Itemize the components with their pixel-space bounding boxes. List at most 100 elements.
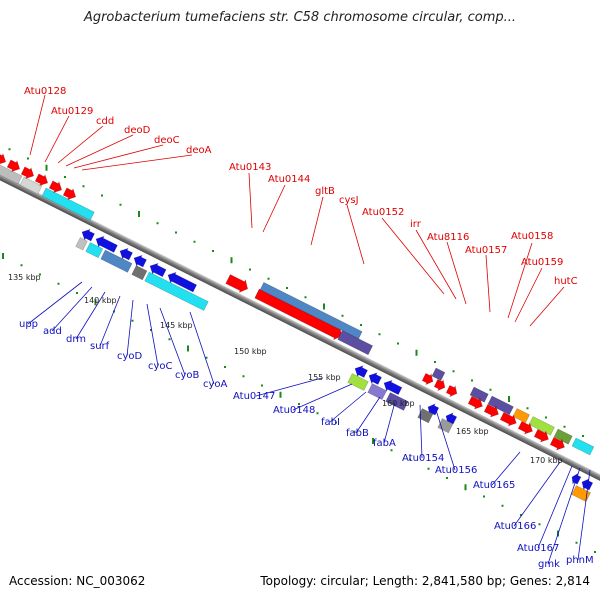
cds-cyan [144,271,209,311]
leader-line-forward [485,254,491,313]
forward-gene-arrow-shape [225,274,249,294]
gene-label-atu0156: Atu0156 [435,465,477,476]
reverse-gene-arrow-shape [383,379,403,396]
gene-label-hutc: hutC [554,276,578,287]
cds-cyan [571,437,595,456]
ruler-dot [483,495,485,498]
leader-line-forward [514,267,543,323]
ruler-dot [224,366,226,368]
ruler-dot [119,203,122,206]
forward-gene-arrow [483,404,499,418]
gene-label-atu0158: Atu0158 [511,231,553,242]
cds-purple [469,386,489,403]
gene-label-atu0147: Atu0147 [233,391,275,402]
cds-orange-shape [512,408,530,424]
ruler-dot [464,484,467,491]
forward-gene-arrow-shape [34,173,49,187]
gene-label-upp: upp [19,319,38,330]
leader-line-forward [73,144,164,169]
cds-blue [100,249,133,273]
ruler-dot [409,458,411,461]
ruler-dot [82,185,85,188]
ruler-dot [563,425,566,428]
gene-label-atu0148: Atu0148 [273,405,315,416]
ruler-dot [175,231,177,234]
cds-lime [528,416,555,436]
gene-label-deoc: deoC [154,135,180,146]
reverse-gene-arrow [167,271,198,293]
forward-gene-arrow-shape [549,437,565,451]
cds-lavender [367,383,387,401]
gene-label-add: add [43,326,62,337]
cds-gray [417,408,434,424]
cds-gray-shape [19,176,43,195]
gene-label-cdd: cdd [96,116,114,127]
forward-gene-arrow [533,429,549,443]
forward-gene-arrow [445,384,458,398]
cds-orange [512,408,530,424]
leader-line-reverse [435,409,456,471]
ruler-dot [582,435,584,437]
reverse-gene-labels: uppadddrmsurfcyoDcyoCcyoBcyoAAtu0147Atu0… [19,319,594,570]
leader-line-forward [29,94,46,156]
reverse-gene-arrow [149,262,167,278]
gene-label-cyoc: cyoC [148,361,173,372]
leader-line-reverse [513,461,561,527]
ruler-dot [446,477,448,479]
gene-label-atu0166: Atu0166 [494,521,536,532]
forward-gene-arrow-shape [483,404,499,418]
forward-gene-arrow-shape [499,412,517,427]
gene-label-atu0128: Atu0128 [24,86,66,97]
scale-label: 150 kbp [234,347,267,356]
leader-line-forward [262,184,286,233]
leader-line-reverse [75,291,106,340]
gene-label-atu0167: Atu0167 [517,543,559,554]
cds-purple [337,330,374,356]
cds-green [553,428,573,445]
gene-label-atu0143: Atu0143 [229,162,271,173]
forward-gene-arrow [0,152,7,166]
leader-line-reverse [547,467,581,565]
ruler-dot [101,194,103,197]
forward-gene-arrow-shape [0,152,7,166]
genome-summary-text: Topology: circular; Length: 2,841,580 bp… [260,574,590,588]
cds-gray [131,265,148,281]
cds-purple-shape [385,392,409,411]
gene-label-atu0154: Atu0154 [402,453,444,464]
ruler-dot [76,292,78,294]
reverse-gene-arrow [95,235,118,253]
leader-line-reverse [383,401,396,444]
leader-line-reverse [126,299,134,357]
chromosome-backbone [0,165,600,494]
ruler-dot [397,342,399,345]
forward-gene-arrow [48,180,63,194]
leader-line-reverse [146,303,159,367]
leader-line-reverse [329,391,367,423]
ruler-dot [205,356,208,359]
cds-cyan-shape [41,187,95,221]
cds-cyan-shape [85,242,104,259]
forward-gene-arrow [517,421,533,435]
cds-purple [431,367,446,381]
ruler-dot [27,157,29,160]
leader-line-forward [310,196,324,246]
leader-line-reverse [491,451,521,486]
leader-line-reverse [419,404,423,459]
cds-gray-shape [417,408,434,424]
gene-label-fabi: fabI [321,417,340,428]
forward-gene-arrow-shape [254,288,343,341]
leader-line-reverse [189,311,215,385]
cds-cyan-shape [144,271,209,311]
ruler-dot [316,412,319,415]
ruler-dot [138,211,140,217]
gene-label-cyoa: cyoA [203,379,228,390]
ruler-dot [538,523,541,526]
ruler-dot [267,277,270,280]
cds-gray [19,176,43,195]
ruler-dot [212,250,214,252]
reverse-gene-arrow [119,247,133,261]
leader-line-reverse [159,307,186,376]
ruler-dot [286,287,288,289]
forward-gene-arrow [225,274,249,294]
